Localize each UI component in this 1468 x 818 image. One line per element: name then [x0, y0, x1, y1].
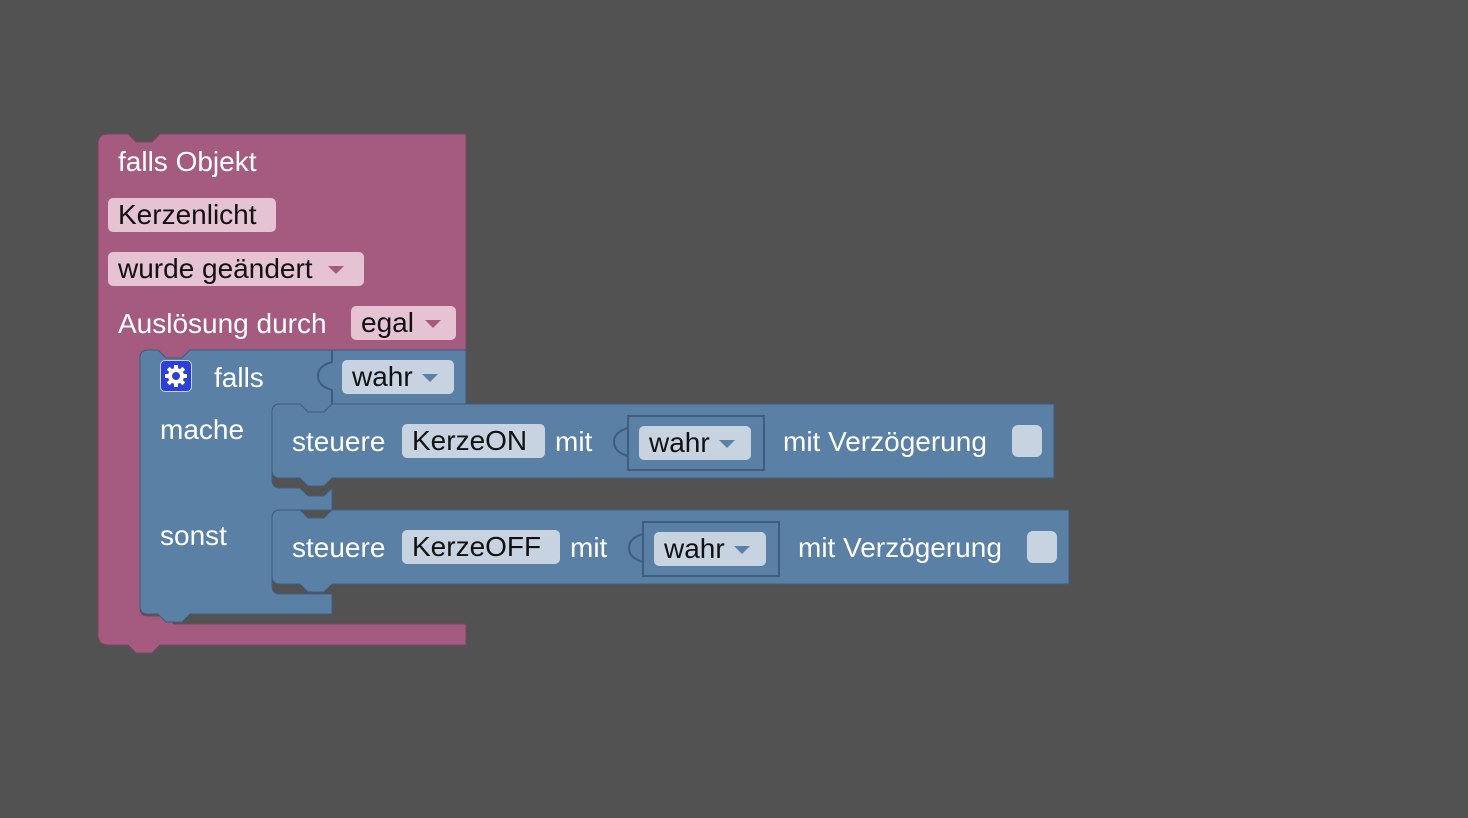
chevron-down-icon — [719, 440, 735, 448]
control-on-delay-label: mit Verzögerung — [783, 426, 987, 457]
condition-text: wurde geändert — [118, 253, 313, 284]
control-off-with-label: mit — [570, 532, 608, 563]
control-on-value-text: wahr — [649, 427, 710, 458]
else-label: sonst — [160, 520, 227, 551]
control-on-object-field[interactable]: KerzeON — [402, 424, 545, 458]
control-off-value-dropdown[interactable]: wahr — [654, 532, 766, 566]
chevron-down-icon — [422, 374, 438, 382]
control-on-delay-checkbox[interactable] — [1012, 425, 1042, 457]
trigger-label: Auslösung durch — [118, 308, 327, 339]
object-name-text: Kerzenlicht — [118, 199, 257, 230]
control-on-object-text: KerzeON — [412, 425, 528, 456]
condition-dropdown[interactable]: wurde geändert — [108, 252, 364, 286]
control-on-with-label: mit — [555, 426, 593, 457]
control-off-object-text: KerzeOFF — [412, 531, 542, 562]
gear-icon[interactable] — [160, 360, 192, 392]
if-label: falls — [214, 362, 264, 393]
chevron-down-icon — [734, 546, 750, 554]
condition-value-text: wahr — [352, 361, 413, 392]
chevron-down-icon — [328, 266, 344, 274]
control-off-value-text: wahr — [664, 533, 725, 564]
control-off-delay-label: mit Verzögerung — [798, 532, 1002, 563]
event-title: falls Objekt — [118, 146, 257, 177]
control-on-label: steuere — [292, 426, 386, 457]
control-off-label: steuere — [292, 532, 386, 563]
trigger-dropdown[interactable]: egal — [351, 306, 456, 340]
do-label: mache — [160, 414, 245, 445]
trigger-text: egal — [361, 307, 414, 338]
object-name-field[interactable]: Kerzenlicht — [108, 198, 276, 232]
control-on-value-dropdown[interactable]: wahr — [639, 426, 751, 460]
chevron-down-icon — [425, 320, 441, 328]
condition-value-dropdown[interactable]: wahr — [342, 360, 454, 394]
condition-socket-shape — [316, 350, 333, 404]
control-off-delay-checkbox[interactable] — [1027, 531, 1057, 563]
control-off-object-field[interactable]: KerzeOFF — [402, 530, 560, 564]
